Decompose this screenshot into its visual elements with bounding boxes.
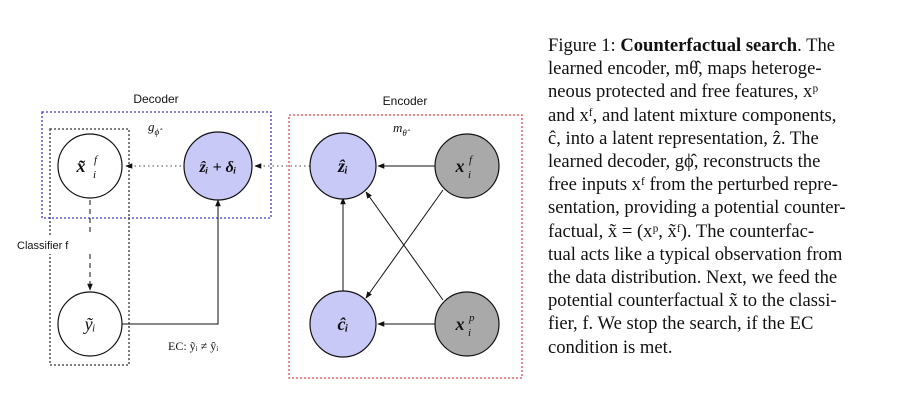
classifier-label: Classifier f <box>17 240 69 252</box>
svg-text:p: p <box>468 312 475 324</box>
svg-text:f: f <box>469 154 474 166</box>
svg-text:i: i <box>468 169 471 181</box>
caption-line: free inputs xᶠ from the perturbed repre- <box>548 174 838 196</box>
caption-line: factual, x̃ = (xᵖ, x̃ᶠ). The counterfac- <box>548 220 815 242</box>
caption-line: learned decoder, gϕ̂, reconstructs the <box>548 151 821 173</box>
caption-title: Counterfactual search <box>620 35 798 56</box>
svg-text:ĉᵢ: ĉᵢ <box>337 314 348 334</box>
decoder-box <box>41 111 272 219</box>
caption-line: fier, f. We stop the search, if the EC <box>548 313 814 335</box>
node-x-f: x f i <box>434 133 500 199</box>
svg-text:x̃: x̃ <box>76 156 86 176</box>
svg-text:i: i <box>468 327 471 339</box>
node-y-tilde: ỹᵢ <box>57 291 123 357</box>
caption-line: potential counterfactual x̃ to the class… <box>548 290 837 312</box>
svg-text:x: x <box>455 314 465 334</box>
encoder-function-label: mθ̂ <box>393 120 411 138</box>
decoder-label: Decoder <box>133 92 178 106</box>
edge-ec-feedback <box>122 199 221 325</box>
svg-text:ẑᵢ + δᵢ: ẑᵢ + δᵢ <box>199 159 237 176</box>
caption-line: and xᶠ, and latent mixture components, <box>548 104 837 126</box>
figure-caption: Figure 1: Counterfactual search. The lea… <box>548 34 900 359</box>
caption-figure-label: Figure 1: <box>548 35 616 56</box>
node-c-hat: ĉᵢ <box>309 290 377 358</box>
node-x-p: x p i <box>434 291 500 357</box>
svg-text:i: i <box>93 169 96 181</box>
caption-line: ĉ, into a latent representation, ẑ. The <box>548 127 819 149</box>
encoder-box <box>288 114 523 379</box>
svg-text:ỹᵢ: ỹᵢ <box>83 314 96 334</box>
node-x-tilde-f: x̃ f i <box>57 133 123 199</box>
caption-line: neous protected and free features, xᵖ <box>548 81 819 103</box>
decoder-function-label: gϕ̂ <box>148 119 163 137</box>
caption-line: sentation, providing a potential counter… <box>548 197 846 219</box>
ec-condition-label: EC: ỹᵢ ≠ ŷᵢ <box>168 339 218 353</box>
caption-line: the data distribution. Next, we feed the <box>548 267 838 289</box>
node-z-hat: ẑᵢ <box>309 132 377 200</box>
node-z-plus-delta: ẑᵢ + δᵢ <box>183 131 253 201</box>
counterfactual-diagram: Decoder Encoder gϕ̂ mθ̂ Classifier f EC:… <box>14 92 523 379</box>
edge-xf-to-c <box>365 189 444 299</box>
caption-line: condition is met. <box>548 336 673 358</box>
svg-text:ẑᵢ: ẑᵢ <box>337 156 348 176</box>
svg-text:x: x <box>455 156 465 176</box>
edge-xp-to-z <box>365 191 444 301</box>
caption-line-1: Figure 1: Counterfactual search. The <box>548 35 835 56</box>
caption-line: tual acts like a typical observation fro… <box>548 243 843 265</box>
caption-line: learned encoder, mθ̂, maps heteroge- <box>548 58 822 80</box>
classifier-label-bg <box>14 236 92 254</box>
svg-text:f: f <box>94 154 99 166</box>
encoder-label: Encoder <box>383 94 428 108</box>
